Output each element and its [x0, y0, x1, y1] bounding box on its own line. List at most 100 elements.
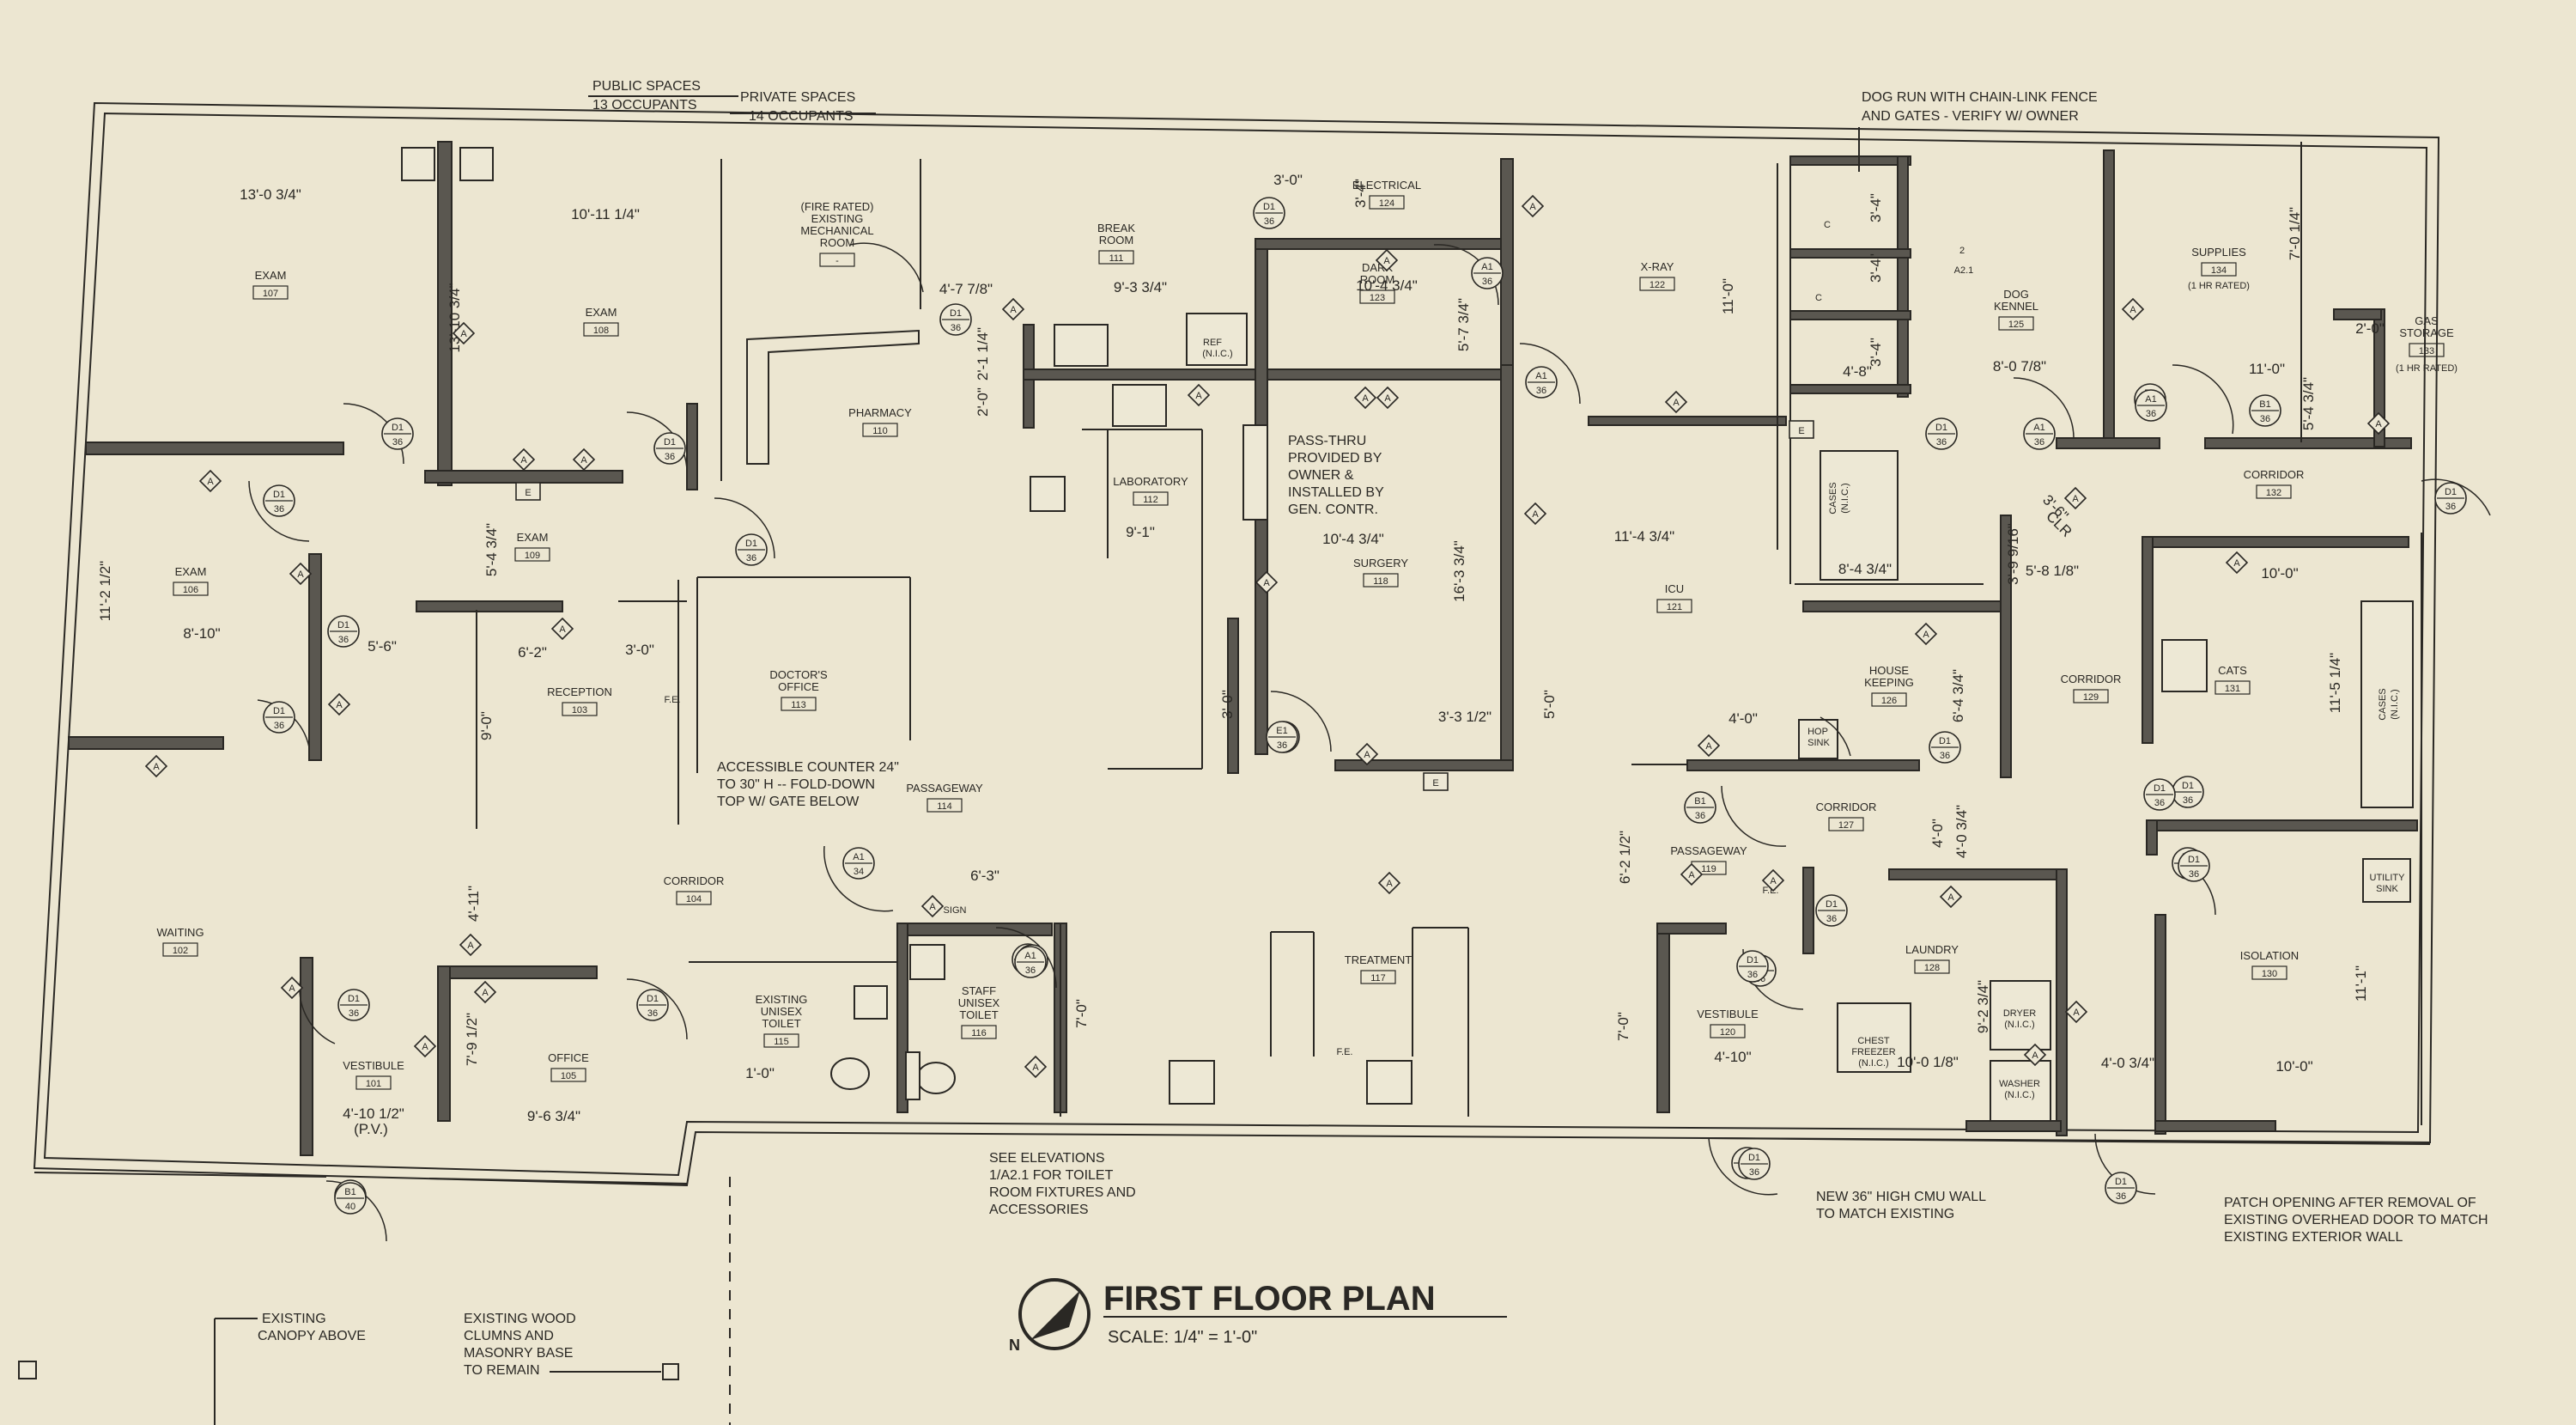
dimension-label: 8'-0 7/8": [1993, 358, 2046, 375]
occupancy-public-1: PUBLIC SPACES: [592, 79, 701, 94]
window-mark-letter: A: [2375, 419, 2382, 429]
room-number: 112: [1143, 495, 1158, 505]
dimension-label: 11'-0": [1720, 278, 1736, 314]
window-mark-letter: A: [1010, 305, 1017, 315]
room-name: ELECTRICAL: [1352, 179, 1421, 192]
note-dog-run-2: AND GATES - VERIFY W/ OWNER: [1862, 109, 2079, 124]
window-mark-letter: A: [1386, 879, 1393, 889]
window-mark: A: [1664, 390, 1688, 414]
dimension-label: 1'-0": [745, 1065, 775, 1081]
dimension-label: 10'-0": [2275, 1058, 2312, 1075]
fixture-label: REF: [1203, 338, 1222, 348]
window-mark-letter: A: [1532, 509, 1539, 520]
window-mark: A: [550, 617, 574, 641]
window-mark-letter: A: [1032, 1063, 1039, 1073]
room-name: EXAM: [255, 269, 287, 282]
note-cmu-2: TO MATCH EXISTING: [1816, 1207, 1954, 1221]
fixture-label: CASES: [1828, 482, 1838, 514]
door-tag-type: A1: [1481, 262, 1492, 272]
note-elevations-3: ROOM FIXTURES AND: [989, 1185, 1136, 1200]
door-tag-width: 36: [1025, 965, 1036, 976]
room-number: 124: [1379, 198, 1394, 209]
section-marker-letter: E: [1798, 426, 1804, 436]
dimension-label: 4'-0": [1929, 819, 1946, 848]
door-tag-type: D1: [647, 994, 659, 1004]
room-name: TOILET: [959, 1008, 998, 1021]
door-tag-width: 36: [1936, 437, 1947, 448]
fixture-label: (N.I.C.): [1840, 483, 1850, 513]
room-number: -: [835, 256, 839, 266]
dimension-label: 9'-1": [1126, 524, 1155, 540]
section-marker: E: [1789, 420, 1814, 439]
dimension-label: 7'-9 1/2": [464, 1013, 480, 1066]
room-number: 133: [2419, 346, 2434, 356]
window-mark: A: [2064, 1000, 2088, 1024]
room-number: 101: [366, 1079, 381, 1089]
window-mark-letter: A: [1705, 741, 1712, 752]
room-number: 134: [2211, 265, 2227, 276]
door-tag-width: 36: [1747, 970, 1758, 980]
section-marker: E: [1423, 772, 1449, 791]
door-tag-width: 36: [665, 452, 675, 462]
fixture-label: UTILITY: [2370, 873, 2406, 883]
room-name: WAITING: [156, 926, 204, 939]
room-number: 123: [1370, 293, 1385, 303]
room-name: X-RAY: [1641, 260, 1674, 273]
dimension-label: 2'-1 1/4": [975, 327, 991, 381]
room-number: 118: [1373, 576, 1388, 587]
door-tag-width: 36: [2034, 437, 2044, 448]
door-tag-type: B1: [2259, 399, 2270, 410]
dimension-label: 11'-2 1/2": [97, 561, 113, 621]
door-tag-type: D1: [2182, 781, 2194, 791]
fixture-label: C: [1824, 220, 1831, 230]
door-tag-type: D1: [2154, 783, 2166, 794]
note-elevations-2: 1/A2.1 FOR TOILET: [989, 1168, 1114, 1183]
window-mark: A: [1355, 742, 1379, 766]
room-number: 102: [173, 946, 188, 956]
note-pass-thru-2: PROVIDED BY: [1288, 451, 1382, 466]
window-mark: A: [1375, 248, 1399, 272]
room-name: CORRIDOR: [664, 874, 725, 887]
door-tag-width: 36: [2116, 1191, 2126, 1202]
dimension-label: 10'-4 3/4": [1322, 531, 1384, 547]
note-columns-2: CLUMNS AND: [464, 1329, 554, 1343]
window-mark-letter: A: [297, 569, 304, 580]
dimension-label: 8'-4 3/4": [1838, 561, 1892, 577]
dimension-labels: 13'-0 3/4"10'-11 1/4"13'-10 3/4"11'-2 1/…: [97, 172, 2385, 1137]
room-name: HOUSE: [1869, 664, 1910, 677]
section-marker: E: [515, 482, 541, 501]
room-number: 104: [686, 894, 702, 904]
window-mark: A: [327, 692, 351, 716]
window-mark-letter: A: [2129, 305, 2136, 315]
room-name: (FIRE RATED): [801, 200, 874, 213]
window-mark-letter: A: [559, 624, 566, 635]
note-canopy-1: EXISTING: [262, 1312, 326, 1326]
door-tag-type: D1: [348, 994, 360, 1004]
window-mark-letter: A: [929, 902, 936, 912]
interior-walls: [68, 141, 2422, 1156]
window-mark: A: [1523, 502, 1547, 526]
door-tag-type: A1: [1024, 951, 1036, 961]
fixture-label: (N.I.C.): [1202, 349, 1232, 359]
door-tag-width: 36: [338, 635, 349, 645]
door-tag-width: 36: [951, 323, 961, 333]
window-mark-letter: A: [207, 477, 214, 487]
window-mark: A: [452, 321, 476, 345]
dimension-label: 6'-2 1/2": [1617, 831, 1633, 884]
room-number: 120: [1720, 1027, 1735, 1038]
room-number: 126: [1881, 696, 1897, 706]
occupancy-note: PUBLIC SPACES 13 OCCUPANTS PRIVATE SPACE…: [588, 79, 876, 124]
occupancy-private-2: 14 OCCUPANTS: [749, 109, 854, 124]
